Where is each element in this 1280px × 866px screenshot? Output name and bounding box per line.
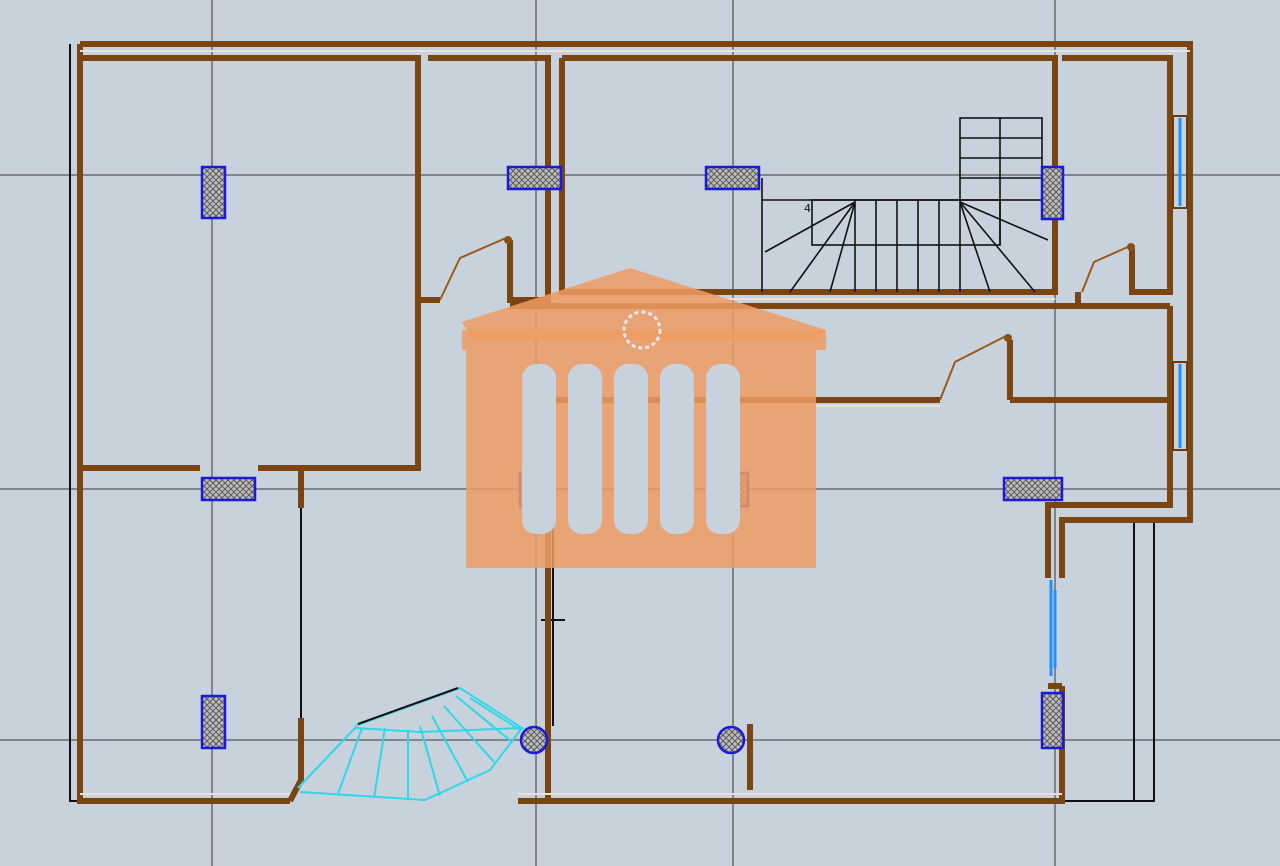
column xyxy=(200,694,227,750)
column xyxy=(1002,476,1064,502)
column xyxy=(506,165,563,191)
spiral-staircase xyxy=(297,686,526,802)
doors xyxy=(439,236,1135,401)
column xyxy=(200,476,257,502)
round-column xyxy=(519,725,549,755)
column xyxy=(704,165,761,191)
column xyxy=(1040,691,1065,750)
staircase: 4 xyxy=(761,117,1049,293)
step-number-label: 4 xyxy=(804,202,811,215)
round-column xyxy=(716,725,746,755)
laurel-wreath-icon xyxy=(622,310,662,350)
column xyxy=(200,165,227,220)
building-watermark-icon xyxy=(462,268,826,568)
windows xyxy=(1049,115,1188,676)
column xyxy=(1040,165,1065,221)
